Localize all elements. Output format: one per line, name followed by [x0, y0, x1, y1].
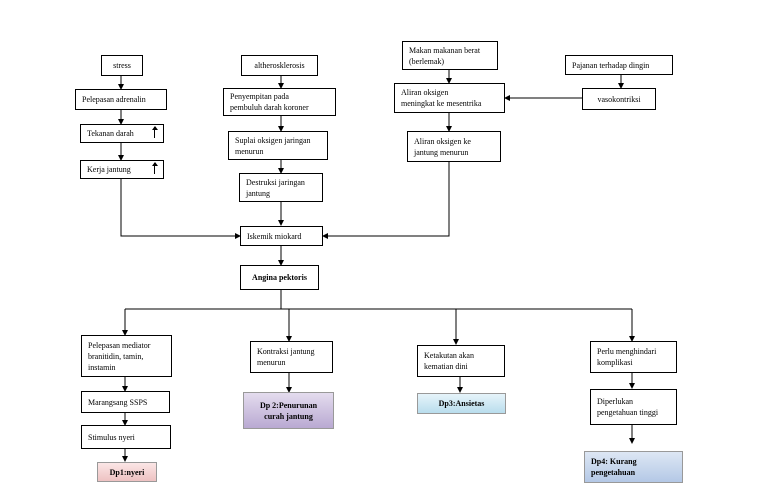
node-penyempitan: Penyempitan pada pembuluh darah koroner: [223, 88, 336, 116]
node-kerja-jantung: Kerja jantung: [80, 160, 164, 179]
node-iskemik-miokard: Iskemik miokard: [240, 226, 323, 246]
node-angina-pektoris: Angina pektoris: [240, 265, 319, 290]
diagnosis-dp4: Dp4: Kurang pengetahuan: [584, 451, 683, 483]
node-diperlukan-pengetahuan: Diperlukan pengetahuan tinggi: [590, 389, 677, 425]
node-stimulus-nyeri: Stimulus nyeri: [81, 425, 171, 449]
node-ketakutan: Ketakutan akan kematian dini: [417, 345, 505, 377]
node-vasokontriksi: vasokontriksi: [582, 88, 656, 110]
node-stress: stress: [101, 55, 143, 76]
diagnosis-dp1: Dp1:nyeri: [97, 462, 157, 482]
node-suplai-oksigen: Suplai oksigen jaringan menurun: [228, 131, 328, 160]
diagnosis-dp2: Dp 2:Penurunan curah jantung: [243, 392, 334, 429]
node-marangsang-ssps: Marangsang SSPS: [81, 391, 170, 413]
increase-arrow-icon: [151, 162, 158, 174]
increase-arrow-icon: [151, 126, 158, 138]
node-pelepasan-mediator: Pelepasan mediator branitidin, tamin, in…: [81, 335, 172, 377]
diagnosis-dp3: Dp3:Ansietas: [417, 393, 506, 414]
arrow-aliran2-iskemik: [322, 162, 450, 239]
node-aliran-jantung: Aliran oksigen ke jantung menurun: [407, 131, 501, 162]
node-makan-makanan: Makan makanan berat (berlemak): [402, 41, 498, 70]
branch-line: [125, 290, 632, 310]
node-destruksi: Destruksi jaringan jantung: [239, 173, 323, 202]
arrow-kerja-iskemik: [120, 179, 241, 239]
node-kontraksi-jantung: Kontraksi jantung menurun: [250, 341, 333, 373]
node-adrenalin: Pelepasan adrenalin: [75, 89, 167, 110]
node-pajanan-dingin: Pajanan terhadap dingin: [565, 55, 673, 75]
node-altherosklerosis: altherosklerosis: [241, 55, 318, 76]
node-perlu-menghindari: Perlu menghindari komplikasi: [590, 341, 677, 373]
node-aliran-mesentrika: Aliran oksigen meningkat ke mesentrika: [394, 83, 505, 113]
node-tekanan-darah: Tekanan darah: [80, 124, 164, 143]
